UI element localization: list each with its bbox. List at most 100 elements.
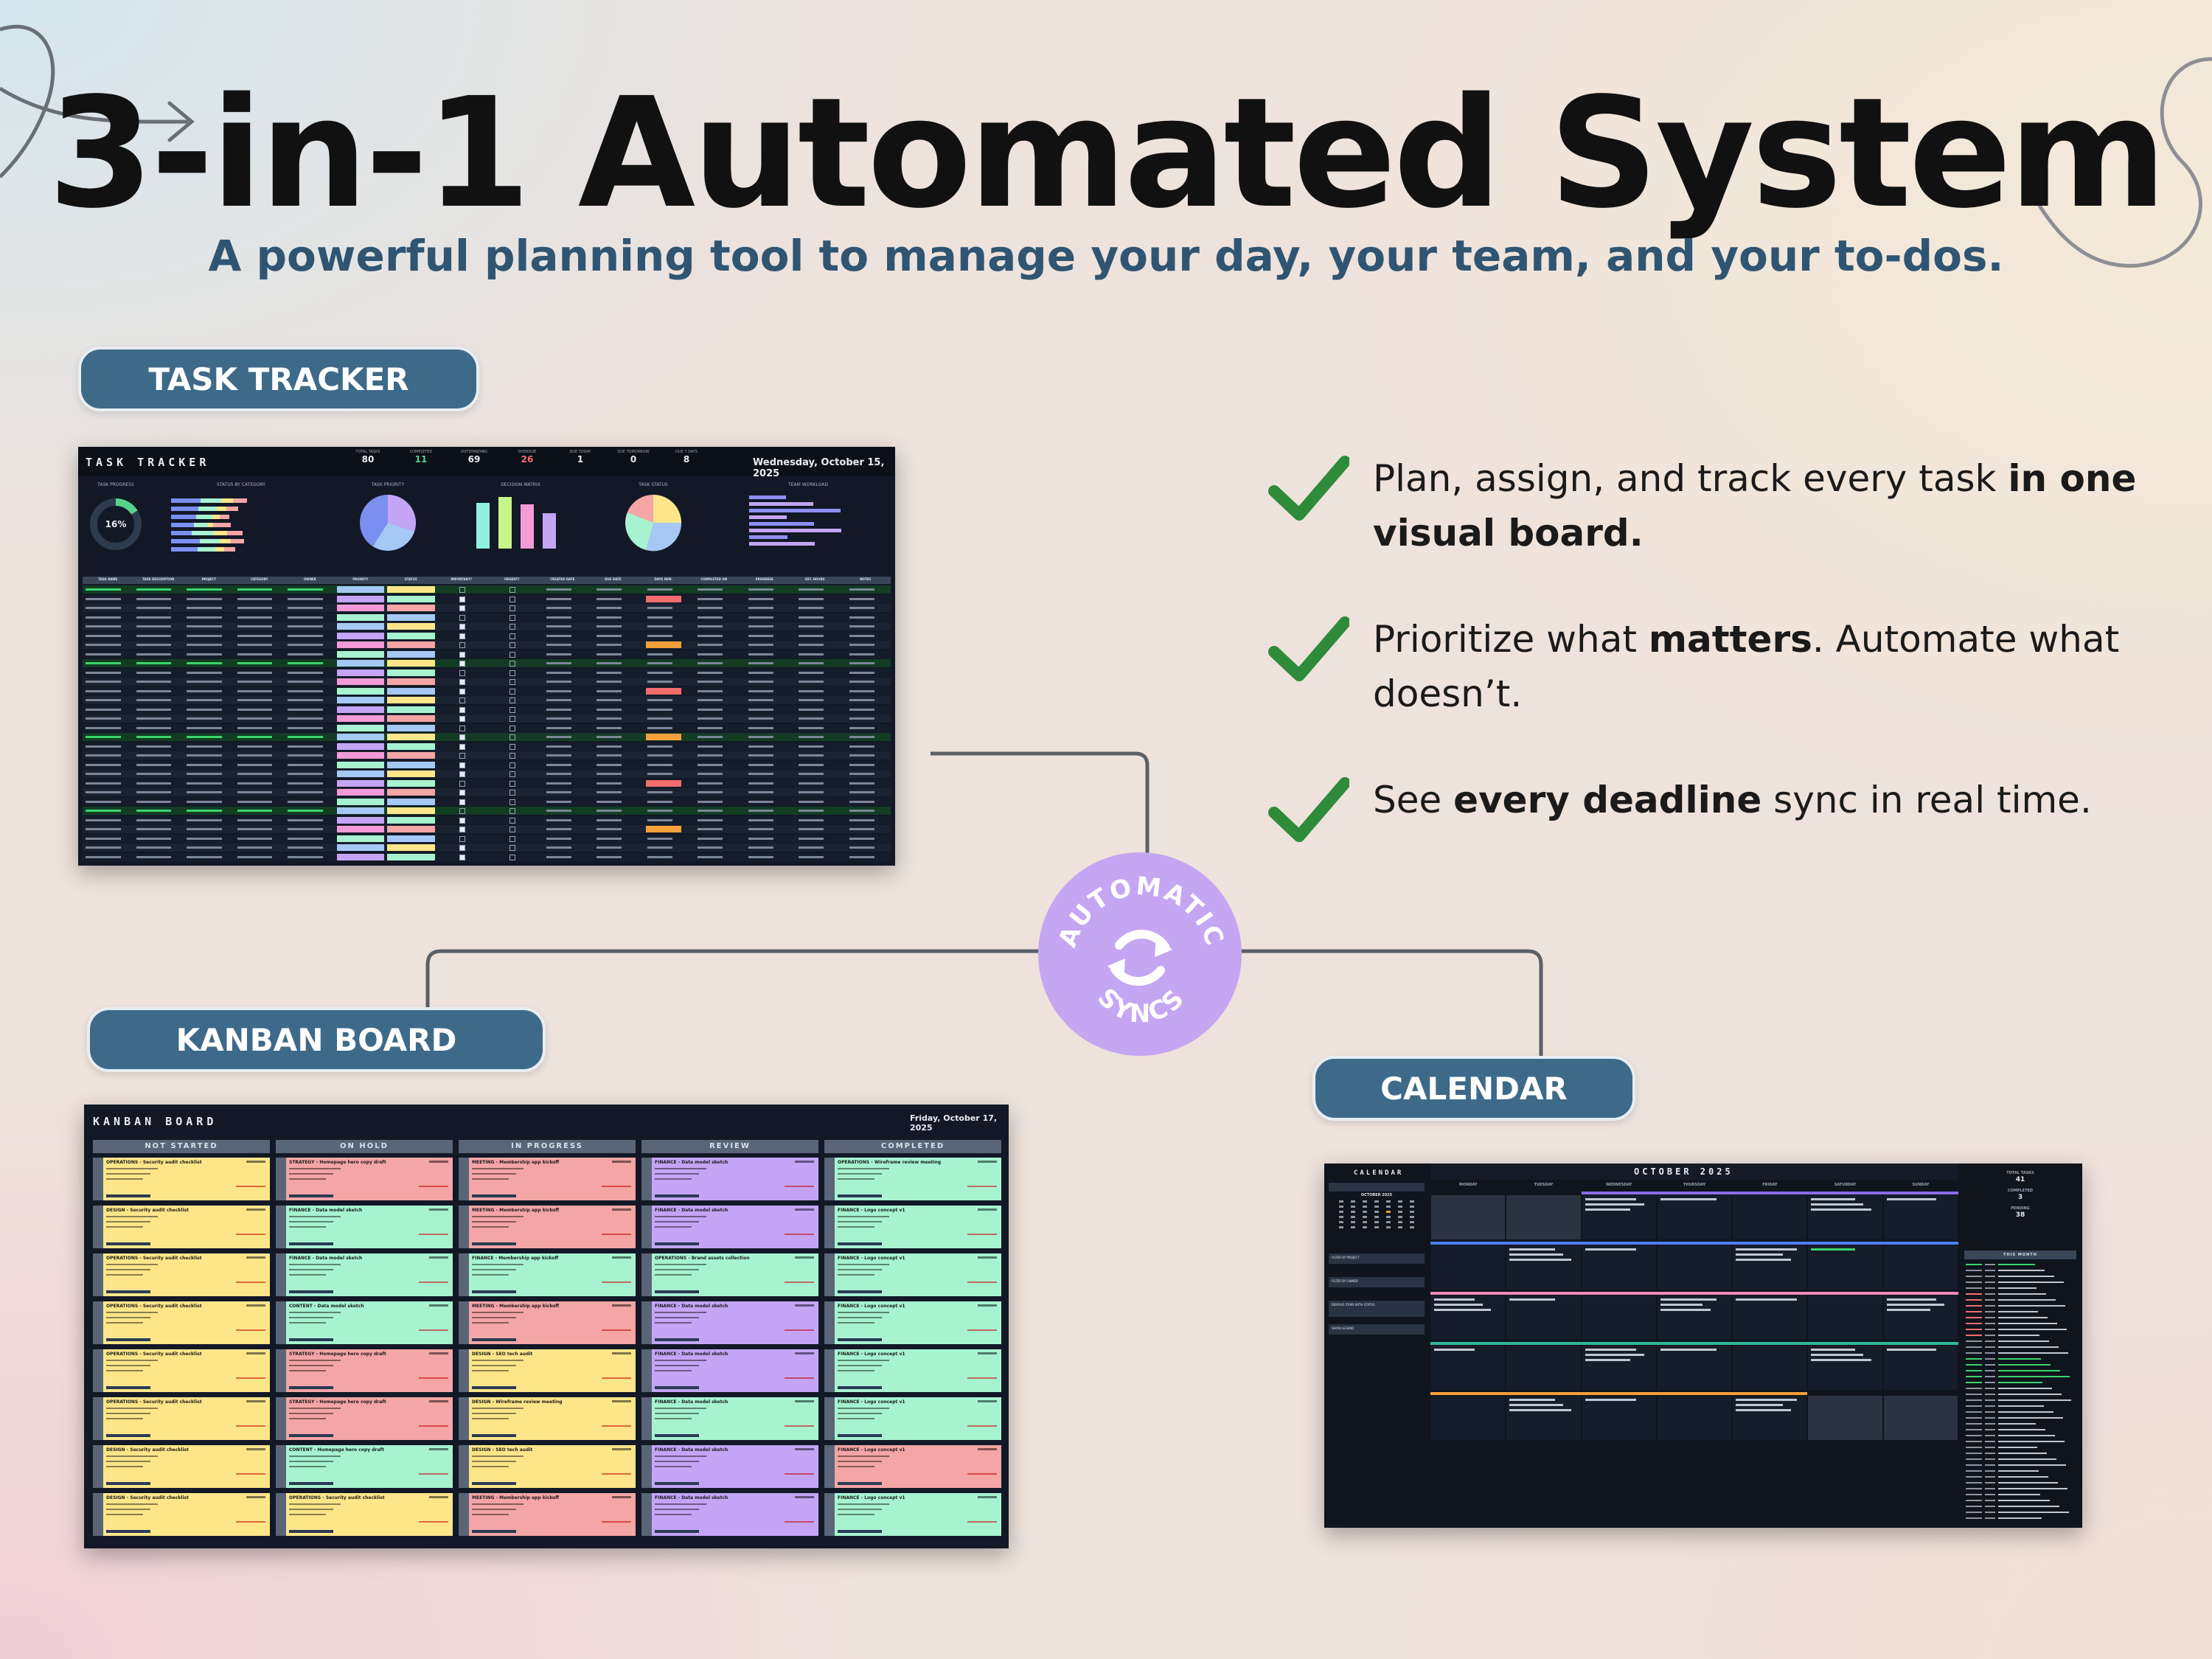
card-progress [472,1530,516,1533]
row-task [1998,1494,2040,1495]
row-date [1966,1476,1982,1478]
cell-line [187,754,222,757]
card-side-strip [824,1158,835,1200]
cell-line [647,810,672,812]
cell-line [187,773,222,775]
cell-line [849,644,874,646]
mini-calendar-day [1410,1226,1414,1228]
cell-line [799,800,824,803]
checkbox [459,716,465,722]
card-progress [106,1290,150,1293]
card-title: FINANCE - Membership app kickoff [472,1256,559,1261]
mini-calendar-day [1410,1221,1414,1223]
calendar-stat-label: PENDING [2011,1206,2030,1211]
cell-line [597,855,622,858]
checkbox [459,624,465,630]
this-month-row [1966,1504,2075,1509]
card-priority [612,1256,631,1259]
status-cell [387,742,435,750]
cell-line [647,607,672,609]
kanban-card: OPERATIONS - Brand assets collection [641,1253,818,1296]
card-line [289,1312,341,1313]
cell-line [187,607,222,609]
cell-line [799,818,824,821]
card-priority [246,1400,265,1402]
cell-line [849,634,874,637]
cell-line [546,800,571,803]
row-priority [1985,1329,1995,1330]
cell-line [237,653,273,655]
days-remaining-flag [645,779,681,787]
cell-line [288,708,323,711]
cell-line [86,616,121,619]
cell-line [187,828,222,830]
cell-line [546,837,571,840]
checkbox [509,661,516,667]
card-priority [978,1496,997,1498]
row-task [1998,1488,2067,1489]
cell-line [698,837,723,840]
cell-line [647,773,672,775]
task-tracker-screenshot: TASK TRACKER Wednesday, October 15, 2025… [78,447,895,866]
card-line [472,1322,509,1324]
card-line [655,1317,699,1318]
card-priority [246,1448,265,1450]
this-month-row [1966,1368,2075,1373]
card-line [655,1216,706,1217]
cell-line [748,717,773,720]
cell-line [849,828,874,830]
calendar-day-cell [1733,1295,1807,1340]
cell-line [187,681,222,683]
kanban-column-header: NOT STARTED [93,1140,270,1153]
row-date [1966,1293,1982,1295]
card-due [236,1329,265,1331]
card-title: FINANCE - Data model sketch [655,1447,728,1453]
row-date [1966,1281,1982,1283]
card-priority [795,1208,814,1211]
priority-cell [336,605,384,611]
check-icon [1268,777,1349,842]
card-line [289,1370,326,1371]
row-task [1998,1470,2039,1472]
panel-title: DECISION MATRIX [501,482,540,487]
card-line [838,1509,882,1510]
row-task [1998,1500,2050,1501]
row-priority [1985,1411,1995,1413]
priority-cell [336,789,384,796]
checkbox [509,624,516,630]
mini-calendar-month: OCTOBER 2025 [1360,1193,1393,1197]
card-title: FINANCE - Logo concept v1 [838,1447,905,1453]
row-priority [1985,1264,1995,1265]
cell-line [647,681,672,683]
cell-line [647,754,672,757]
row-task [1998,1458,2056,1460]
card-progress [289,1194,333,1197]
table-row [83,844,891,852]
checkbox [509,845,516,851]
card-priority [978,1256,997,1259]
cell-line [86,597,121,600]
card-line [472,1365,516,1366]
card-title: FINANCE - Logo concept v1 [838,1495,905,1500]
table-row [83,678,891,686]
calendar-day-cell [1733,1396,1807,1440]
kanban-card: FINANCE - Logo concept v1 [824,1253,1001,1296]
filter-label: FILTER BY OWNER [1332,1279,1358,1283]
card-priority [978,1448,997,1450]
status-cell [387,613,435,621]
cell-line [698,846,723,849]
row-task [1998,1323,2057,1324]
card-side-strip [459,1301,469,1344]
cell-line [647,800,672,803]
row-task [1998,1435,2055,1436]
card-line [838,1322,874,1324]
card-title: OPERATIONS - Security audit checklist [106,1352,202,1357]
calendar-day-cell [1883,1396,1958,1440]
card-due [602,1377,631,1379]
mini-calendar-day [1363,1200,1367,1203]
row-date [1966,1470,1982,1472]
row-date [1966,1405,1982,1407]
panel-title: TASK PRIORITY [371,482,405,487]
